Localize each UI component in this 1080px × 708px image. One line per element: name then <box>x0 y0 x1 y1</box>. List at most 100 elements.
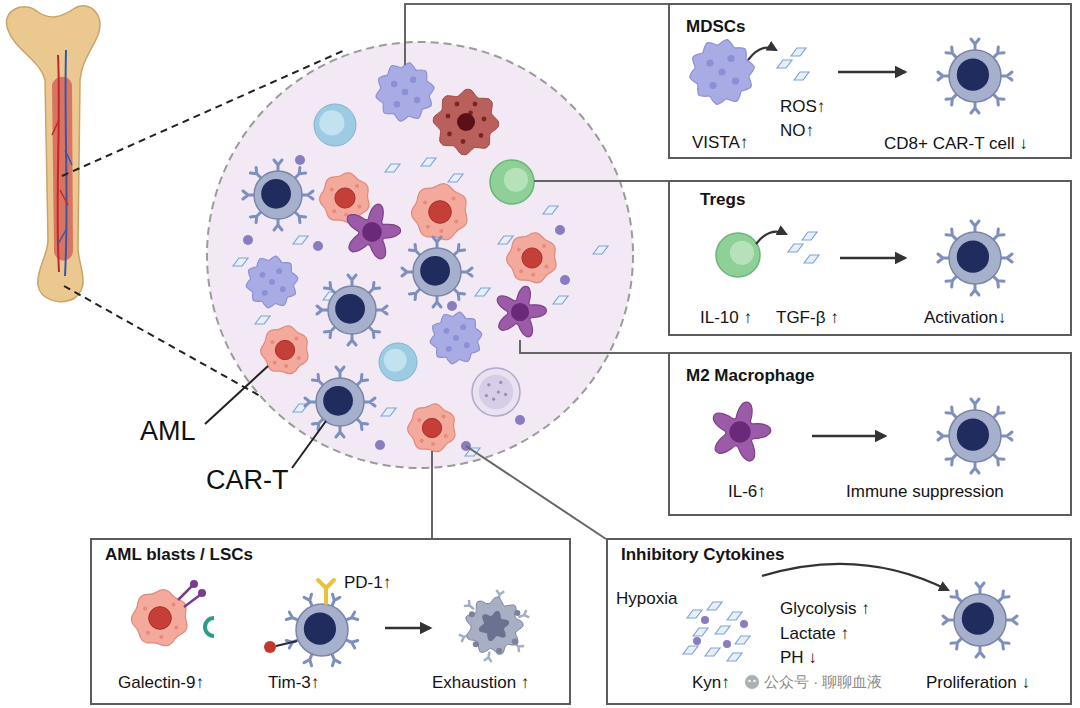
aml-blast <box>426 225 430 229</box>
car-t-cell <box>433 295 441 307</box>
car-t-cell <box>402 268 414 276</box>
car-t-cell <box>971 399 979 411</box>
car-t-cell <box>976 583 984 595</box>
granulocyte-cell <box>447 132 452 137</box>
watermark-icon <box>748 680 751 683</box>
granular-cell <box>472 368 520 416</box>
aml-blast <box>531 273 535 277</box>
car-t-cell <box>1000 432 1012 440</box>
car-t-cell <box>323 386 353 416</box>
car-t-cell <box>336 425 344 437</box>
curved-arrow <box>748 48 776 60</box>
granulocyte-cell <box>433 89 498 154</box>
cytokine-mark <box>687 610 702 618</box>
car-t-cell <box>971 461 979 473</box>
car-t-cell <box>296 604 348 656</box>
mdsc-cell <box>414 97 420 103</box>
mdsc-cell <box>727 55 734 62</box>
granulocyte-cell <box>433 89 498 154</box>
cytokine-mark <box>255 316 270 324</box>
macrophage-cell <box>511 303 529 321</box>
car-t-cell <box>971 283 979 295</box>
aml-blast <box>332 209 336 213</box>
leader-line <box>534 180 668 182</box>
galectin-receptor <box>205 618 214 636</box>
car-t-cell <box>261 179 291 209</box>
car-t-cell <box>274 218 282 230</box>
panel-text: Galectin-9↑ <box>118 673 204 693</box>
mdsc-cell <box>376 63 434 121</box>
leader-line <box>520 340 668 353</box>
cytokine-mark <box>715 626 730 634</box>
granular-cell <box>472 368 520 416</box>
cytokine-mark <box>707 602 722 610</box>
cytokine-mark <box>715 626 730 634</box>
mdsc-cell <box>732 77 739 84</box>
metabolite-dot <box>295 155 305 165</box>
panel-text: NO↑ <box>780 121 814 141</box>
car-t-cell <box>243 191 255 199</box>
aml-blast <box>423 201 427 205</box>
curved-arrow <box>756 232 786 244</box>
panel-text: VISTA↑ <box>692 133 748 153</box>
aml-blast <box>507 233 556 283</box>
cytokine-mark <box>543 206 558 214</box>
car-t-cell <box>943 616 955 624</box>
aml-blast <box>275 340 294 359</box>
cytokine-mark <box>293 236 308 244</box>
car-t-cell <box>305 367 375 437</box>
cytokine-mark <box>788 244 803 252</box>
cytokine-mark <box>475 288 490 296</box>
car-t-cell <box>1005 616 1017 624</box>
panel-title: Tregs <box>700 190 745 210</box>
car-t-cell <box>317 306 329 314</box>
car-t-cell <box>1000 254 1012 262</box>
treg-cell <box>730 241 754 265</box>
mdsc-cell <box>446 346 452 352</box>
macrophage-cell <box>729 421 750 442</box>
metabolite-dot <box>447 301 457 311</box>
car-t-cell <box>976 583 984 595</box>
cytokine-mark <box>802 232 817 240</box>
cytokine-mark <box>777 60 792 68</box>
car-t-cell <box>957 419 989 451</box>
metabolite-dot <box>560 275 570 285</box>
car-t-cell <box>949 232 1001 284</box>
car-t-cell <box>954 594 1006 646</box>
cytokine-mark <box>705 648 720 656</box>
femur-bone <box>58 55 59 272</box>
femur-bone <box>52 77 73 261</box>
granular-cell <box>479 375 514 410</box>
leader-line <box>405 4 668 65</box>
metabolite-dot <box>555 225 565 235</box>
aml-blast <box>422 418 441 437</box>
car-t-cell <box>335 294 365 324</box>
metabolite-dot <box>295 155 305 165</box>
car-t-cell <box>243 160 313 230</box>
metabolite-dot <box>313 241 323 251</box>
aml-blast <box>454 219 458 223</box>
aml-blast <box>408 404 455 452</box>
marrow-niche <box>207 42 633 468</box>
car-t-cell <box>943 583 1017 657</box>
exhausted-cell <box>469 611 475 617</box>
cell-label: AML <box>140 416 196 447</box>
car-t-cell <box>301 191 313 199</box>
metabolite-dot <box>560 275 570 285</box>
car-t-cell <box>460 268 472 276</box>
cytokine-mark <box>498 236 513 244</box>
panel-text: Lactate ↑ <box>780 624 849 644</box>
cytokine-mark <box>794 72 809 80</box>
mdsc-cell <box>453 335 459 341</box>
mdsc-cell <box>391 81 397 87</box>
aml-blast <box>273 361 277 365</box>
exhausted-cell <box>466 597 523 654</box>
car-t-cell <box>976 645 984 657</box>
aml-blast <box>519 269 523 273</box>
cytokine-mark <box>727 612 742 620</box>
granular-cell <box>487 383 490 386</box>
aml-blast <box>417 418 421 422</box>
aml-blast <box>544 264 548 268</box>
mdsc-cell <box>690 40 755 105</box>
